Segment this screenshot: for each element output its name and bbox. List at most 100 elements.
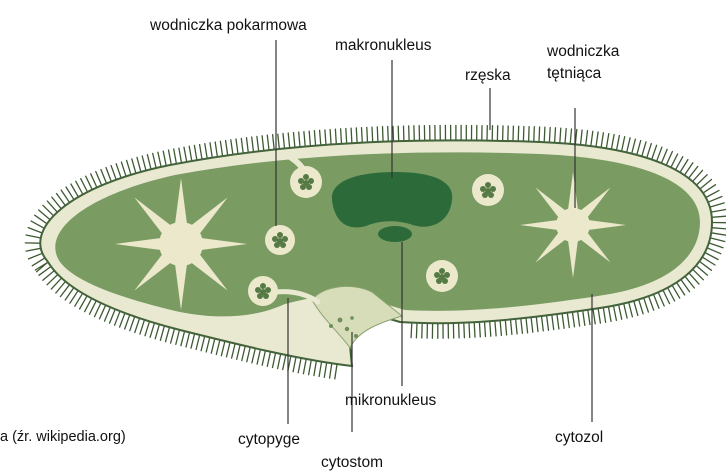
cilium <box>115 311 120 325</box>
cilium <box>96 172 102 186</box>
cilium <box>110 309 116 323</box>
vacuole-center <box>556 208 590 242</box>
cilium <box>257 136 259 151</box>
cilium <box>76 181 83 194</box>
cilium <box>335 129 336 144</box>
cilium <box>672 285 680 298</box>
cilium <box>557 314 559 329</box>
cilium <box>95 303 101 317</box>
label-cytosol: cytozol <box>555 430 603 446</box>
cilium <box>121 162 126 176</box>
cilium <box>593 309 595 324</box>
cilium <box>583 311 585 326</box>
cilium <box>147 155 151 170</box>
cilium <box>179 148 182 163</box>
cilium <box>127 160 131 174</box>
cilium <box>226 141 228 156</box>
cilium <box>75 293 83 306</box>
cilium <box>227 342 231 357</box>
cilium <box>459 323 460 338</box>
cilium <box>324 363 326 378</box>
cilium <box>699 261 711 270</box>
cilium <box>708 197 722 203</box>
cilium <box>100 305 106 319</box>
cilium <box>252 137 254 152</box>
cilium <box>221 341 225 356</box>
cilium <box>711 210 726 213</box>
cilium <box>712 228 726 229</box>
cilium <box>101 170 107 184</box>
label-micronucleus: mikronukleus <box>345 393 436 409</box>
cilium <box>529 127 530 142</box>
cilium <box>206 337 210 352</box>
cilium <box>171 329 175 344</box>
cilium <box>155 324 159 338</box>
cilium <box>201 336 205 351</box>
cilium <box>511 319 512 334</box>
source-note: a (źr. wikipedia.org) <box>0 430 126 445</box>
cilium <box>325 130 326 145</box>
cilium <box>351 128 352 143</box>
cilium <box>570 129 571 144</box>
cilium <box>617 136 620 151</box>
cilium <box>169 150 172 165</box>
cilium <box>35 215 47 224</box>
cilium <box>565 129 566 144</box>
cilium <box>383 127 384 142</box>
cilium <box>132 159 136 173</box>
cilium <box>174 149 177 164</box>
cilium <box>232 344 236 359</box>
cilium <box>145 321 150 335</box>
cilium <box>377 127 378 142</box>
cilium <box>90 301 97 314</box>
cilium <box>627 138 630 153</box>
cilium <box>86 176 93 190</box>
cilium <box>335 364 337 379</box>
cilium <box>314 361 317 376</box>
cilium <box>398 126 399 141</box>
cilium <box>29 253 43 259</box>
cilium <box>464 323 465 338</box>
cilium <box>596 132 598 147</box>
label-cilium: rzęska <box>465 68 511 84</box>
food-vacuole <box>248 276 278 306</box>
contractile-vacuole-right <box>520 172 626 278</box>
micronucleus <box>378 226 412 242</box>
cilium <box>490 321 491 336</box>
cilium <box>294 133 295 148</box>
cilium <box>663 290 670 304</box>
cilium <box>712 216 726 217</box>
cilium <box>283 355 286 370</box>
cilium <box>634 301 638 316</box>
cilium <box>362 128 363 143</box>
cilium <box>702 257 715 265</box>
cilium <box>649 296 654 310</box>
cilium <box>186 332 190 347</box>
cilium <box>140 320 145 334</box>
cilium <box>552 315 554 330</box>
contractile-vacuole-left <box>115 178 247 310</box>
cilium <box>534 127 535 142</box>
cilium <box>495 321 496 336</box>
food-vacuole <box>472 174 504 206</box>
cilium <box>606 134 609 149</box>
cilium <box>273 353 276 368</box>
cilium <box>304 132 305 147</box>
cilium <box>562 313 564 328</box>
label-cytostome: cytostom <box>321 455 383 471</box>
cilium <box>367 127 368 142</box>
cilium <box>267 352 270 367</box>
cilium <box>622 137 625 152</box>
cilium <box>273 135 275 150</box>
cilium <box>601 133 603 148</box>
cilium <box>668 288 675 301</box>
cilium <box>252 348 255 363</box>
cilium <box>560 128 561 143</box>
cilium <box>130 317 135 331</box>
cilium <box>181 331 185 346</box>
cilium <box>637 141 641 155</box>
cilium <box>567 313 569 328</box>
cilium <box>705 253 718 260</box>
cilium <box>176 330 180 345</box>
cilium <box>26 248 41 251</box>
